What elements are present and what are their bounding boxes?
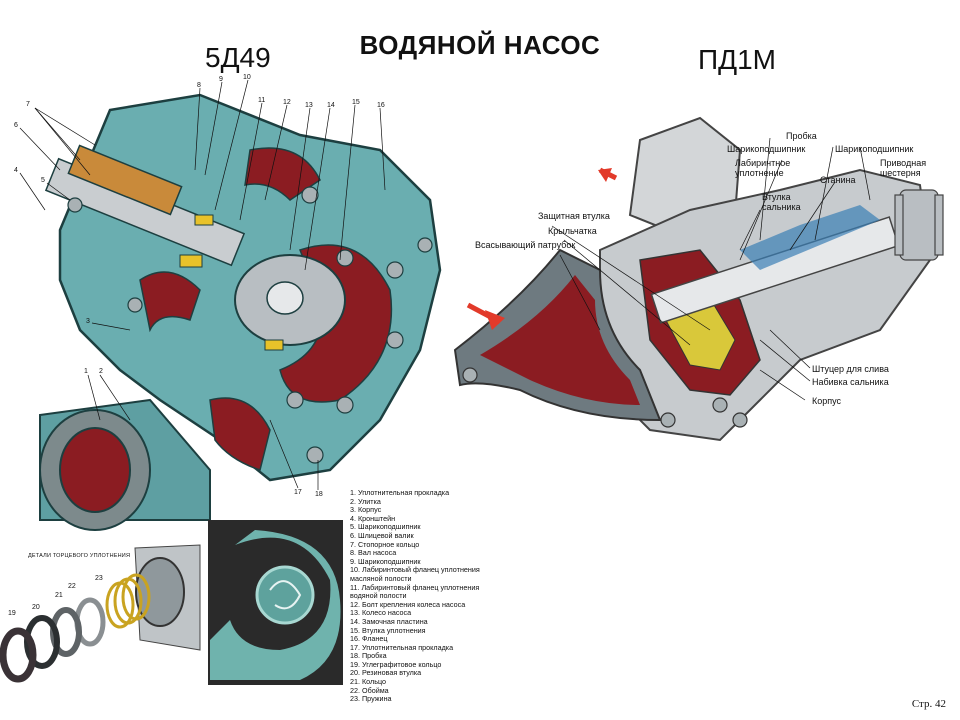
legend-item: 22. Обойма [350, 685, 389, 695]
part-number-8: 8 [197, 82, 201, 89]
callout-gland-bushing: Втулка сальника [762, 192, 801, 212]
legend-item: 17. Уплотнительная прокладка [350, 642, 454, 652]
part-number-11: 11 [258, 97, 266, 104]
seal-part-21: 21 [55, 592, 63, 599]
part-number-15: 15 [352, 99, 360, 106]
seal-detail-title: ДЕТАЛИ ТОРЦЕВОГО УПЛОТНЕНИЯ [28, 553, 131, 559]
volute-flow-illustration [208, 520, 343, 685]
legend-item: 23. Пружина [350, 694, 392, 704]
pump-5d49-illustration [19, 79, 442, 531]
left-model-label: 5Д49 [205, 42, 271, 73]
page-title: ВОДЯНОЙ НАСОС [359, 30, 601, 60]
part-number-4: 4 [14, 167, 18, 174]
callout-corpus: Корпус [812, 396, 842, 406]
part-number-12: 12 [283, 99, 291, 106]
right-model-label: ПД1М [698, 44, 776, 75]
legend-item: 6. Шлицевой валик [350, 530, 414, 540]
part-number-2: 2 [99, 368, 103, 375]
part-number-6: 6 [14, 122, 18, 129]
callout-labyrinth-seal: Лабиринтное уплотнение [735, 158, 791, 178]
legend-item: 15. Втулка уплотнения [350, 625, 426, 635]
legend-item: 21. Кольцо [350, 677, 386, 687]
seal-part-20: 20 [32, 604, 40, 611]
legend-item: 2. Улитка [350, 496, 381, 506]
legend-item: 8. Вал насоса [350, 548, 397, 558]
part-number-1: 1 [84, 368, 88, 375]
part-number-5: 5 [41, 177, 45, 184]
page-number: Стр. 42 [911, 698, 946, 710]
legend-item: 12. Болт крепления колеса насоса [350, 599, 466, 609]
parts-legend: 1. Уплотнительная прокладка 2. Улитка 3.… [350, 488, 510, 704]
part-number-3: 3 [86, 318, 90, 325]
callout-drain-fitting: Штуцер для слива [812, 364, 889, 374]
legend-item: 4. Кронштейн [350, 513, 396, 523]
part-number-18: 18 [315, 491, 323, 498]
legend-item: 19. Углеграфитовое кольцо [350, 659, 442, 669]
pump-pd1m-illustration [453, 116, 944, 442]
callout-suction-pipe: Всасывающий патрубок [475, 240, 576, 250]
part-number-13: 13 [305, 102, 313, 109]
seal-part-22: 22 [68, 583, 76, 590]
legend-item: масляной полости [350, 573, 412, 583]
legend-item: 5. Шарикоподшипник [350, 522, 421, 532]
callout-probka: Пробка [786, 131, 817, 141]
part-number-10: 10 [243, 74, 251, 81]
part-number-16: 16 [377, 102, 385, 109]
callout-impeller: Крыльчатка [548, 226, 597, 236]
seal-detail-illustration [0, 544, 201, 683]
callout-protective-bushing: Защитная втулка [538, 211, 610, 221]
callout-bearing-2: Шарикоподшипник [835, 144, 914, 154]
legend-item: 14. Замочная пластина [350, 616, 428, 626]
callout-bearing-1: Шарикоподшипник [727, 144, 806, 154]
legend-item: 10. Лабиринтовый фланец уплотнения [350, 565, 480, 575]
legend-item: 3. Корпус [350, 505, 382, 515]
legend-item: 11. Лабиринтовый фланец уплотнения [350, 582, 480, 592]
part-number-14: 14 [327, 102, 335, 109]
legend-item: 16. Фланец [350, 634, 388, 644]
legend-item: 13. Колесо насоса [350, 608, 412, 618]
part-number-17: 17 [294, 489, 302, 496]
callout-gland-packing: Набивка сальника [812, 377, 889, 387]
legend-item: водяной полости [350, 591, 407, 601]
legend-item: 20. Резиновая втулка [350, 668, 422, 678]
part-number-9: 9 [219, 76, 223, 83]
legend-item: 7. Стопорное кольцо [350, 539, 420, 549]
legend-item: 18. Пробка [350, 651, 387, 661]
seal-part-19: 19 [8, 610, 16, 617]
callout-drive-gear: Приводная шестерня [880, 158, 927, 178]
callout-stanina: Станина [820, 175, 856, 185]
legend-item: 1. Уплотнительная прокладка [350, 488, 450, 497]
part-number-7: 7 [26, 101, 30, 108]
seal-part-23: 23 [95, 575, 103, 582]
legend-item: 9. Шарикоподшипник [350, 556, 421, 566]
